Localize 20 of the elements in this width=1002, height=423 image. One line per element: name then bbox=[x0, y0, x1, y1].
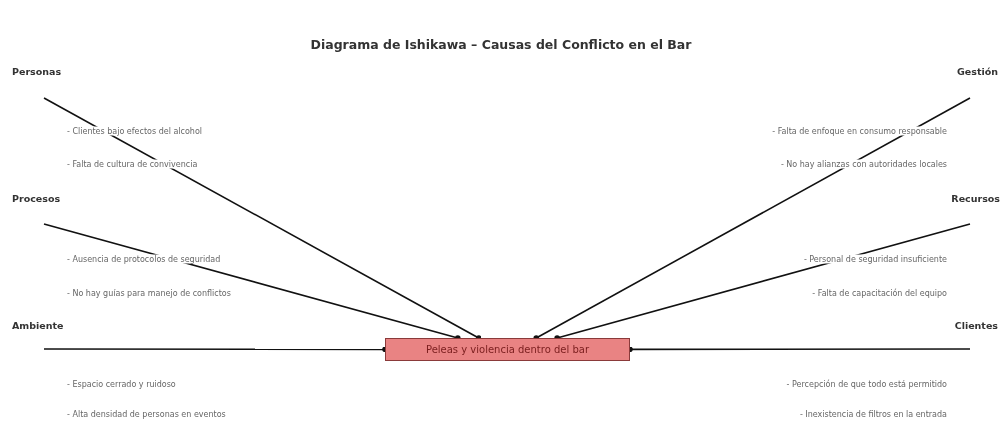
diagram-title: Diagrama de Ishikawa – Causas del Conflicto en el Bar bbox=[309, 37, 693, 52]
cause-text: - Falta de enfoque en consumo responsable bbox=[771, 126, 948, 136]
cause-text: - Falta de capacitación del equipo bbox=[811, 288, 948, 298]
cause-text: - Ausencia de protocolos de seguridad bbox=[66, 254, 222, 264]
category-label: Clientes bbox=[954, 320, 998, 331]
cause-text: - No hay alianzas con autoridades locales bbox=[779, 159, 948, 169]
cause-text: - Personal de seguridad insuficiente bbox=[802, 254, 948, 264]
cause-text: - No hay guías para manejo de conflictos bbox=[66, 288, 232, 298]
category-label: Ambiente bbox=[12, 320, 64, 331]
cause-text: - Falta de cultura de convivencia bbox=[66, 159, 199, 169]
cause-text: - Clientes bajo efectos del alcohol bbox=[66, 126, 204, 136]
cause-text: - Inexistencia de filtros en la entrada bbox=[798, 409, 948, 419]
category-label: Personas bbox=[12, 66, 62, 77]
category-label: Gestión bbox=[957, 66, 998, 77]
cause-text: - Espacio cerrado y ruidoso bbox=[66, 379, 177, 389]
cause-text: - Alta densidad de personas en eventos bbox=[66, 409, 227, 419]
category-label: Recursos bbox=[951, 193, 1000, 204]
category-label: Procesos bbox=[12, 193, 61, 204]
effect-box: Peleas y violencia dentro del bar bbox=[385, 338, 630, 361]
cause-text: - Percepción de que todo está permitido bbox=[785, 379, 948, 389]
